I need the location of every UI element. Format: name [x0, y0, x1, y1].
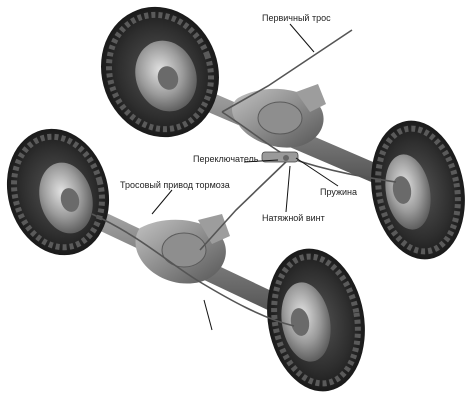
primary-cable [221, 29, 353, 113]
label-switch: Переключатель [193, 154, 259, 164]
rear-right-wheel [371, 120, 465, 260]
label-spring: Пружина [320, 187, 357, 197]
switch-mechanism [261, 151, 299, 163]
front-left-wheel [6, 128, 110, 256]
brake-cables [91, 29, 397, 327]
leader-tension-screw [285, 165, 291, 213]
leader-cable-brake-drive [151, 189, 173, 215]
label-tension-screw: Натяжной винт [262, 213, 325, 223]
leader-lines [151, 23, 339, 331]
leader-switch [243, 159, 279, 163]
label-cable-brake-drive: Тросовый привод тормоза [120, 180, 230, 190]
label-primary-cable: Первичный трос [262, 13, 331, 23]
rear-axle-assembly [101, 6, 465, 260]
cable-to-switch [199, 157, 291, 251]
rear-left-wheel [101, 6, 219, 138]
leader-spring [295, 157, 339, 187]
leader-lower-pointer [203, 299, 213, 331]
leader-primary-cable [289, 23, 315, 53]
lower-cable-run [91, 213, 295, 327]
front-axle-assembly [6, 128, 365, 392]
front-right-wheel [267, 248, 365, 392]
